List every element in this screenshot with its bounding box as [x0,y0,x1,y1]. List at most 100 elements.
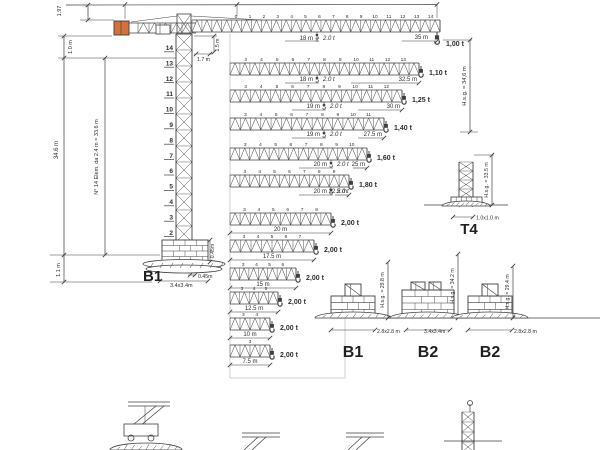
jib-length-label: 15 m [256,282,269,288]
rating-capacity-label: 2.0 t [336,189,349,195]
jib-section-number: 3 [244,142,247,148]
jib-section-number: 3 [244,84,247,90]
counterweight-block [113,20,130,36]
jib-length-label: 20 m [274,227,287,233]
base-label: B1 [343,344,364,361]
jib-section-number: 6 [291,84,294,90]
total-height-dim: 34.6 m [54,141,60,159]
jib-section-number: 6 [281,262,284,268]
jib-section-number: 7 [306,112,309,118]
jib-section-number: 3 [243,234,246,240]
erection-silhouettes [109,400,502,450]
jib-section-number: 7 [332,14,335,20]
jib-section-number: 5 [274,142,277,148]
foundation-depth-dim: 1.1 m [56,263,62,277]
jib-section-number: 5 [271,234,274,240]
tip-capacity-label: 1,00 t [446,41,465,48]
hook-icon [322,102,326,110]
jib-row: 32,00 t7.5 m [227,339,299,368]
jib-section-number: 10 [353,57,359,63]
jib-section-number: 5 [275,112,278,118]
jib-section-number: 5 [304,14,307,20]
jib-section-number: 12 [384,84,390,90]
jib-section-number: 5 [276,57,279,63]
jib-section-number: 4 [253,286,256,292]
jib-section-number: 6 [286,207,289,213]
jib-section-number: 4 [260,84,263,90]
jib-section-number: 9 [335,142,338,148]
jib-length-label: 10 m [243,332,256,338]
jib-section-number: 10 [351,112,357,118]
tower-section-number: 13 [166,60,174,67]
jib-section-number: 9 [338,84,341,90]
hook-icon [313,243,319,255]
jib-section-number: 9 [339,57,342,63]
rating-capacity-label: 2.0 t [329,132,342,138]
jib-section-number: 4 [257,234,260,240]
jib-section-number: 9 [360,14,363,20]
footprint-dim-label: 1.0x1.0 m [476,216,499,222]
jib-section-number: 3 [241,286,244,292]
tower-section-number: 9 [169,122,173,129]
jib-section-number: 6 [292,57,295,63]
tower-section-number: 6 [169,168,173,175]
jib-section-number: 8 [346,14,349,20]
jib-section-number: 13 [414,14,420,20]
jib-section-number: 12 [400,14,406,20]
rating-distance-label: 19 m [307,104,320,110]
hook-height-dim: H.s.g. = 34.2 m [450,268,456,303]
tower-elements-dim: N° 14 Elem. da 2.4 m = 33.6 m [94,119,100,195]
jib-section-number: 11 [368,84,373,90]
jib-length-label: 22.5 m [329,189,347,195]
jib-section-number: 11 [386,14,391,20]
jib-section-number: 3 [243,207,246,213]
jib-section-number: 14 [428,14,434,20]
jib-section-number: 7 [305,142,308,148]
jib-section-number: 10 [372,14,378,20]
rating-capacity-label: 2.0 t [322,36,335,42]
tip-capacity-label: 1,80 t [359,182,378,189]
head-width-dim: 1.7 m [197,57,210,63]
jib-section-number: 9 [333,169,336,175]
jib-length-label: 32.5 m [399,77,417,83]
jib-section-number: 3 [244,169,247,175]
hook-icon [401,93,407,105]
jib-section-number: 4 [259,142,262,148]
jib-section-number: 6 [288,169,291,175]
base-label: B1 [143,268,162,285]
hook-icon [315,32,319,40]
jib-section-number: 4 [255,262,258,268]
tower-section-number: 11 [166,91,173,98]
jib-section-number: 7 [299,234,302,240]
footprint-dim-label: 2.8x2.8 m [377,329,400,335]
jib-section-number: 5 [273,169,276,175]
jib-section-number: 2 [262,14,265,20]
jib-section-number: 4 [258,207,261,213]
footprint-dim-label: 3.4x3.4m [424,329,445,335]
jib-section-number: 11 [366,112,371,118]
jib-length-label: 7.5 m [242,359,257,365]
base-label: T4 [460,221,478,238]
counterjib-height-dim: 1.97 [57,6,63,17]
tip-capacity-label: 1,25 t [412,97,431,104]
tip-capacity-label: 1,60 t [377,155,396,162]
rating-distance-label: 18 m [300,36,313,42]
jib-offset-dim: 1.0 m [68,40,74,54]
hook-height-dim: H.s.g. = 34,6 m [462,66,468,106]
tower-section-number: 7 [169,153,173,160]
head-height-dim: 1.5 m [215,39,221,52]
jib-section-number: 5 [272,207,275,213]
tower-section-number: 4 [169,199,173,206]
tower-section-number: 2 [169,230,173,237]
hook-icon [330,216,336,228]
jib-section-number: 5 [265,286,268,292]
hook-icon [418,66,424,78]
